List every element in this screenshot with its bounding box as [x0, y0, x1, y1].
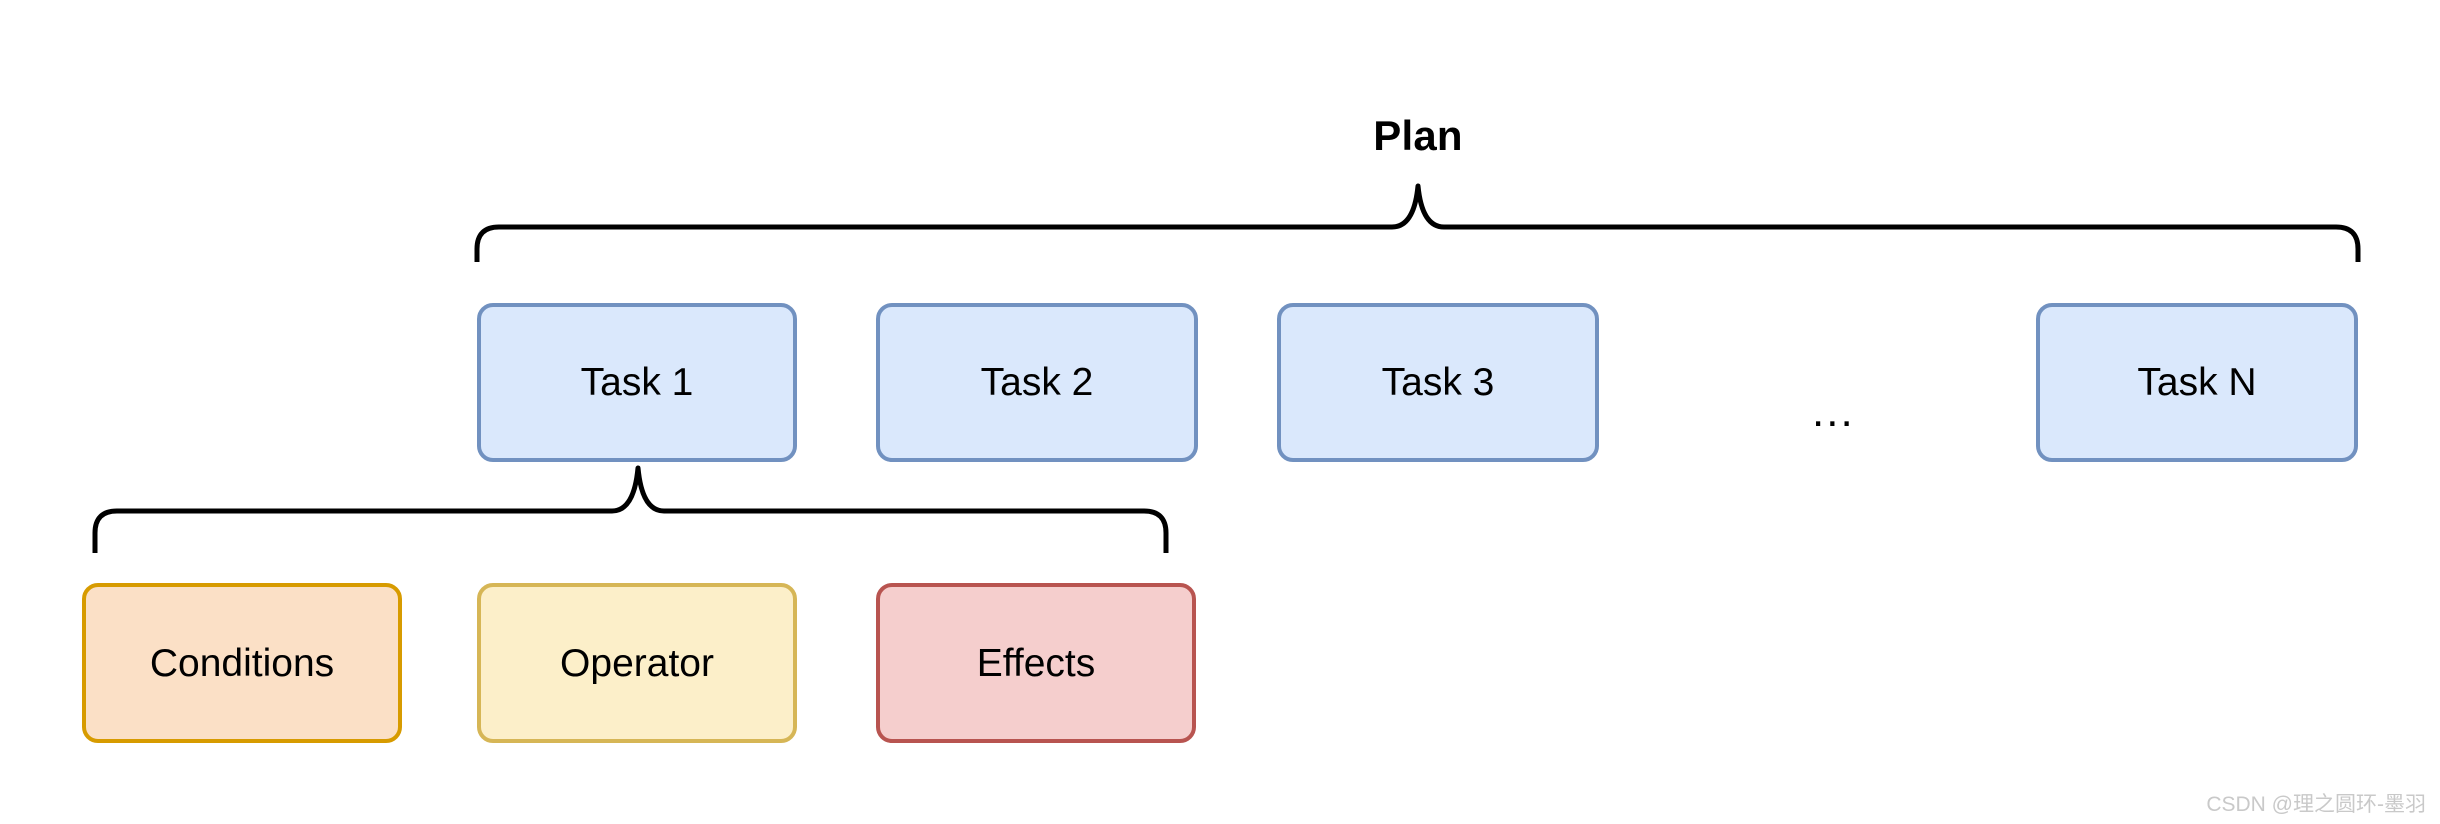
node-conditions[interactable]: Conditions [82, 583, 402, 743]
page-title: Plan [1373, 112, 1463, 159]
node-operator-label: Operator [560, 641, 714, 685]
node-task-n-label: Task N [2137, 361, 2257, 404]
node-task-2-label: Task 2 [980, 361, 1094, 404]
node-task-3[interactable]: Task 3 [1277, 303, 1599, 462]
watermark: CSDN @理之圆环-墨羽 [2206, 793, 2426, 816]
node-effects-label: Effects [976, 641, 1096, 685]
tasks-ellipsis: ... [1812, 387, 1855, 436]
node-effects[interactable]: Effects [876, 583, 1196, 743]
node-task-1-label: Task 1 [580, 361, 694, 404]
node-task-n[interactable]: Task N [2036, 303, 2358, 462]
node-conditions-label: Conditions [149, 641, 335, 685]
node-task-2[interactable]: Task 2 [876, 303, 1198, 462]
node-task-3-label: Task 3 [1381, 361, 1495, 404]
plan-brace [474, 183, 2361, 262]
task-decomposition-brace [92, 465, 1169, 553]
node-task-1[interactable]: Task 1 [477, 303, 797, 462]
node-operator[interactable]: Operator [477, 583, 797, 743]
